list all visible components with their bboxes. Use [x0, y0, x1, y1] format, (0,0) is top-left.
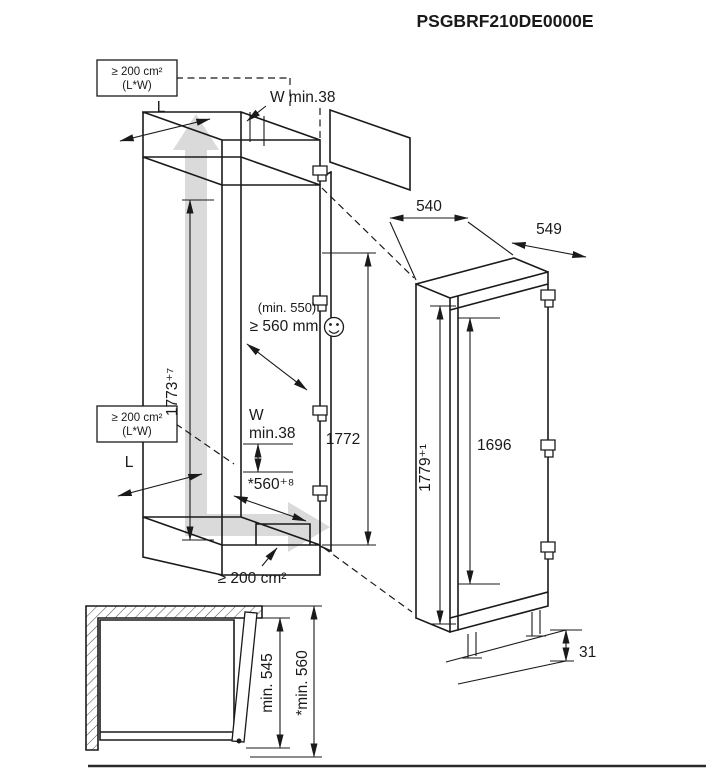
appliance-structure [414, 257, 550, 634]
plan-dimension-ticks [246, 605, 322, 758]
dim-height-door-label: 1696 [477, 437, 511, 454]
vent-area-top-label-1: ≥ 200 cm² [111, 66, 162, 78]
airflow-up-arrow [173, 114, 219, 536]
dim-L-bottom-line [117, 473, 203, 497]
dim-L-top-label: L [157, 99, 166, 116]
dim-min-depth-label: min. 545 [259, 653, 276, 712]
note-width-small-label: (min. 550) [258, 300, 317, 315]
construction-dashed-lines [175, 77, 415, 613]
plan-door-hinge-icon [236, 738, 242, 744]
dim-L-bottom-label: L [125, 454, 134, 471]
dim-wall-top-label: W min.38 [270, 89, 335, 106]
dim-depth-line [511, 242, 587, 258]
dim-wall-mid-label-w: W [249, 407, 264, 424]
niche-structure [141, 110, 333, 576]
dim-width-label: 540 [416, 198, 442, 215]
appliance-hinge-icons [540, 289, 556, 560]
appliance-dimension-ticks [389, 221, 582, 662]
plan-open-door [231, 611, 258, 743]
dim-width-bottom-line [233, 495, 307, 522]
vent-area-mid-box [96, 405, 178, 443]
dim-height-outer-label: 1773⁺⁷ [164, 368, 181, 416]
vent-area-mid-label-1: ≥ 200 cm² [111, 412, 162, 424]
niche-view: ≥ 200 cm² (L*W) ≥ 200 cm² (L*W) L W min.… [96, 59, 415, 613]
niche-hinge-icons [312, 165, 328, 502]
dim-feet-label: 31 [579, 644, 596, 661]
plan-appliance-body [99, 619, 235, 741]
dim-width-bottom-label: *560⁺⁸ [248, 476, 295, 493]
appliance-view: 540 549 1779⁺¹ 1696 31 [389, 198, 596, 685]
dim-wall-top-leader [246, 105, 267, 122]
plan-view: min. 545 *min. 560 [85, 605, 322, 758]
appliance-feet-and-floor-lines [445, 610, 567, 685]
vent-area-mid-label-2: (L*W) [122, 426, 152, 438]
dim-L-top-line [119, 118, 211, 142]
vent-area-top-box [96, 59, 178, 97]
dim-depth-label: 549 [536, 221, 562, 238]
niche-dimension-ticks [182, 199, 376, 546]
dim-wall-mid-label-min: min.38 [249, 425, 296, 442]
dim-height-inner-label: 1772 [326, 431, 360, 448]
vent-area-top-label-2: (L*W) [122, 80, 152, 92]
note-width-label: ≥ 560 mm [250, 318, 319, 335]
adjacent-panel [329, 108, 411, 192]
dim-height-total-label: 1779⁺¹ [417, 444, 434, 492]
vent-bottom-label: ≥ 200 cm² [218, 570, 287, 587]
happy-face-icon [323, 316, 345, 338]
model-number: PSGBRF210DE0000E [416, 11, 593, 31]
vent-bottom-leader [261, 547, 278, 567]
dim-min-depth-star-label: *min. 560 [294, 650, 311, 716]
dim-depth-560-line [246, 343, 308, 391]
